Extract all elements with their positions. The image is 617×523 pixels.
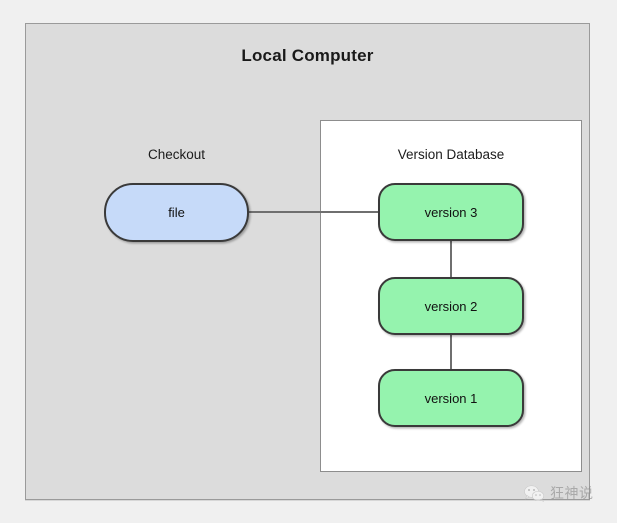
- watermark-text: 狂神说: [550, 486, 594, 502]
- node-version-1[interactable]: version 1: [378, 369, 524, 427]
- connector-file-to-version3: [248, 211, 379, 213]
- wechat-logo-icon: [524, 484, 545, 502]
- checkout-label: Checkout: [147, 147, 206, 162]
- node-version-3[interactable]: version 3: [378, 183, 524, 241]
- node-file[interactable]: file: [104, 183, 249, 242]
- local-computer-title: Local Computer: [241, 46, 374, 65]
- connector-version3-to-version2: [450, 241, 452, 278]
- version-database-label: Version Database: [397, 147, 505, 162]
- local-computer-container: Local Computer Checkout Version Database…: [25, 23, 590, 500]
- watermark: 狂神说: [524, 483, 594, 503]
- node-version-2[interactable]: version 2: [378, 277, 524, 335]
- connector-version2-to-version1: [450, 334, 452, 370]
